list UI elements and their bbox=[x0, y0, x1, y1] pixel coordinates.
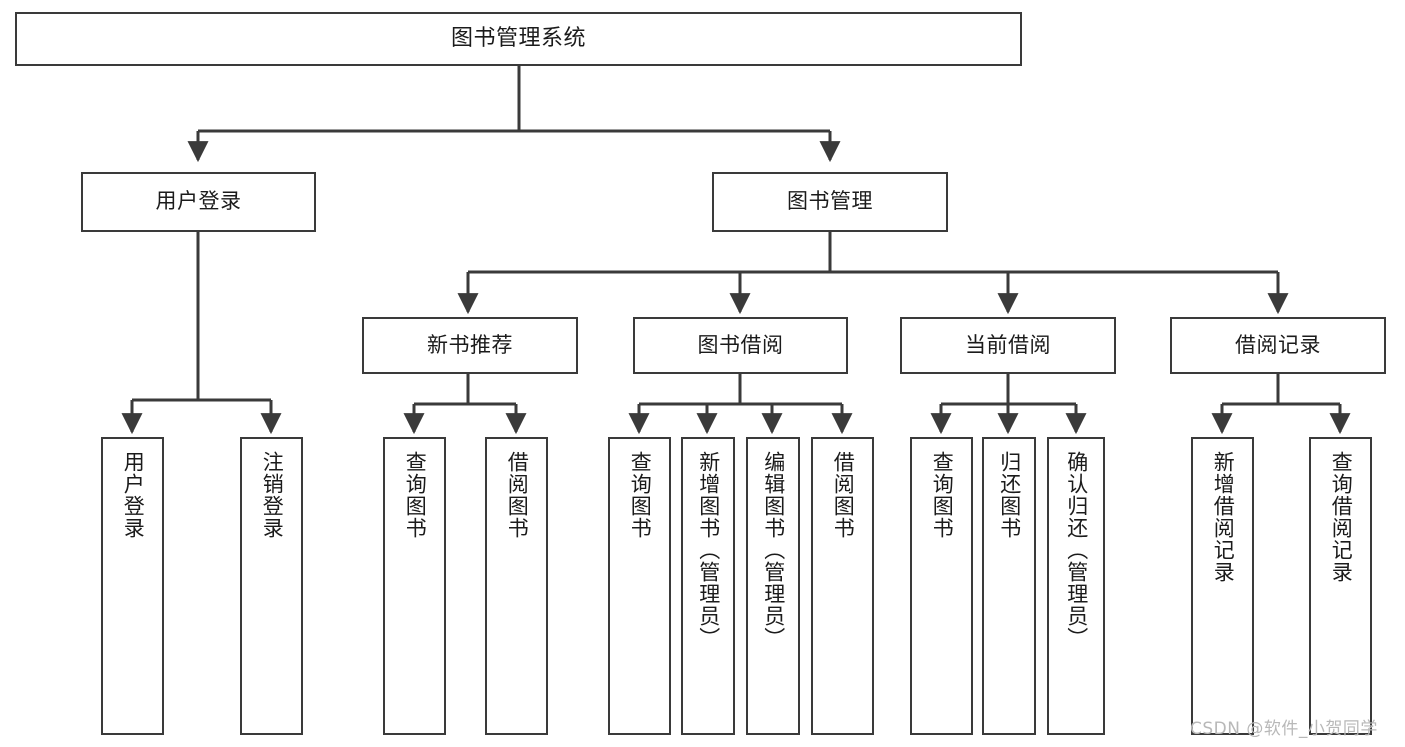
node-label: 注销登录 bbox=[260, 451, 285, 539]
node-label: 查询图书 bbox=[930, 451, 955, 539]
node-book-management[interactable]: 图书管理 bbox=[712, 172, 948, 232]
leaf-book-borrow-query[interactable]: 查询图书 bbox=[608, 437, 671, 735]
node-label: 查询图书 bbox=[403, 451, 428, 539]
node-label: 确认归还（管理员） bbox=[1064, 451, 1089, 649]
node-root-system[interactable]: 图书管理系统 bbox=[15, 12, 1022, 66]
leaf-borrow-record-add[interactable]: 新增借阅记录 bbox=[1191, 437, 1254, 735]
node-label: 新增借阅记录 bbox=[1211, 451, 1236, 583]
leaf-current-borrow-query[interactable]: 查询图书 bbox=[910, 437, 973, 735]
csdn-watermark: CSDN @软件_小贺同学 bbox=[1190, 719, 1378, 739]
leaf-book-borrow-edit[interactable]: 编辑图书（管理员） bbox=[746, 437, 800, 735]
node-label: 编辑图书（管理员） bbox=[761, 451, 786, 649]
node-new-book-recommend[interactable]: 新书推荐 bbox=[362, 317, 578, 374]
leaf-book-borrow-lend[interactable]: 借阅图书 bbox=[811, 437, 874, 735]
node-label: 图书借阅 bbox=[697, 332, 784, 357]
node-label: 图书管理系统 bbox=[450, 25, 586, 51]
node-label: 新书推荐 bbox=[427, 332, 513, 357]
node-label: 当前借阅 bbox=[965, 332, 1051, 357]
leaf-current-borrow-confirm[interactable]: 确认归还（管理员） bbox=[1047, 437, 1105, 735]
node-label: 用户登录 bbox=[121, 451, 146, 539]
node-current-borrow[interactable]: 当前借阅 bbox=[900, 317, 1116, 374]
leaf-borrow-record-query[interactable]: 查询借阅记录 bbox=[1309, 437, 1372, 735]
leaf-book-borrow-add[interactable]: 新增图书（管理员） bbox=[681, 437, 735, 735]
leaf-new-book-borrow[interactable]: 借阅图书 bbox=[485, 437, 548, 735]
leaf-new-book-query[interactable]: 查询图书 bbox=[383, 437, 446, 735]
node-label: 用户登录 bbox=[155, 189, 242, 214]
leaf-user-login-signin[interactable]: 用户登录 bbox=[101, 437, 164, 735]
node-book-borrow[interactable]: 图书借阅 bbox=[633, 317, 848, 374]
leaf-current-borrow-return[interactable]: 归还图书 bbox=[982, 437, 1036, 735]
node-label: 借阅图书 bbox=[505, 451, 530, 539]
leaf-user-login-signout[interactable]: 注销登录 bbox=[240, 437, 303, 735]
node-label: 查询借阅记录 bbox=[1329, 451, 1354, 583]
node-label: 图书管理 bbox=[787, 189, 873, 214]
node-label: 借阅图书 bbox=[831, 451, 856, 539]
node-label: 归还图书 bbox=[997, 451, 1022, 539]
node-borrow-record[interactable]: 借阅记录 bbox=[1170, 317, 1386, 374]
node-label: 查询图书 bbox=[628, 451, 653, 539]
node-user-login[interactable]: 用户登录 bbox=[81, 172, 316, 232]
node-label: 借阅记录 bbox=[1235, 332, 1321, 357]
node-label: 新增图书（管理员） bbox=[696, 451, 721, 649]
